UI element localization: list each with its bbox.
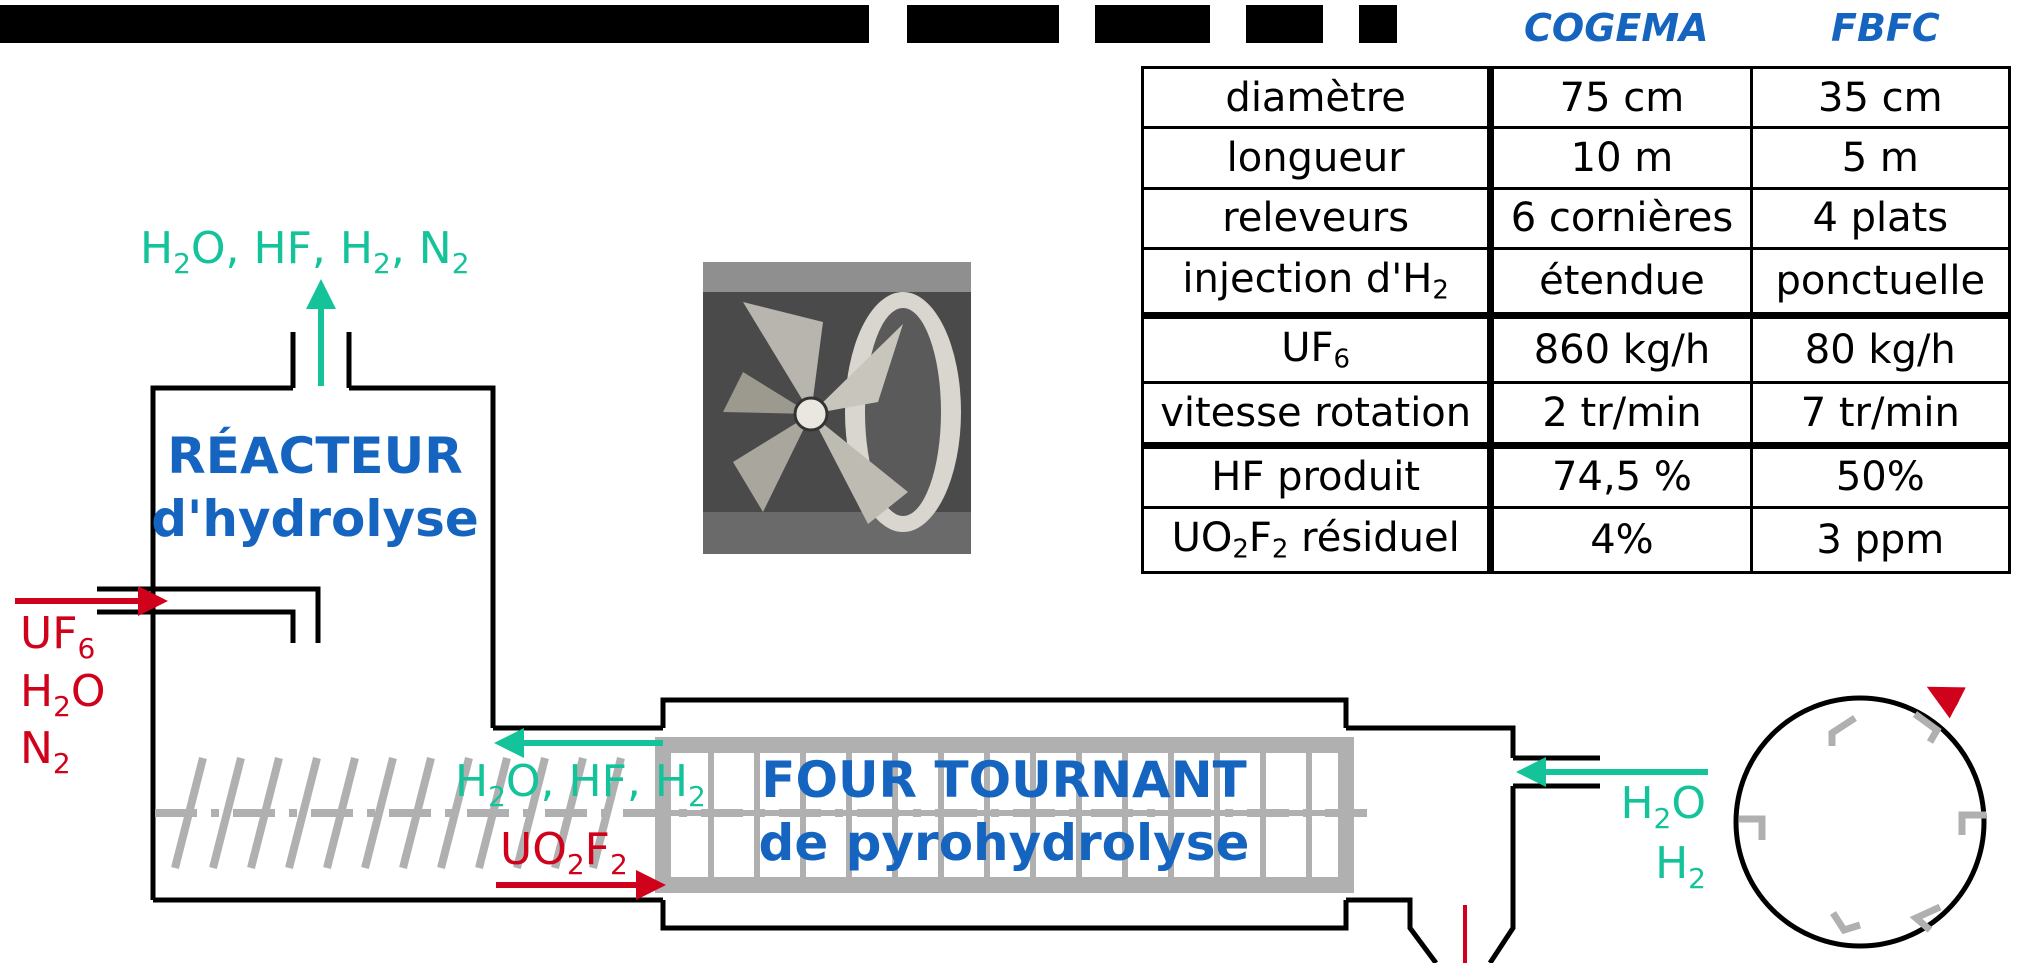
kiln-gas-label: H2O, HF, H2: [455, 756, 706, 813]
lifter-bracket: [1739, 815, 1766, 840]
row-label: injection d'H2: [1140, 246, 1493, 317]
lifter-bracket: [1830, 911, 1862, 935]
cell-cogema: 10 m: [1487, 126, 1753, 190]
table-row: UO2F2 résiduel 4% 3 ppm: [1140, 506, 2012, 574]
sub-a: 2: [1232, 534, 1249, 565]
flow-arrows: [15, 279, 1708, 900]
label-sub: 2: [1432, 275, 1449, 306]
rotation-arrow: [1926, 686, 1966, 719]
cell-cogema: 75 cm: [1487, 65, 1753, 130]
cell-cogema: 4%: [1487, 506, 1753, 574]
cross-section-circle: [1733, 695, 1987, 949]
lifter-bracket: [1912, 711, 1942, 744]
redaction-bar: [1359, 5, 1397, 43]
table-row: diamètre 75 cm 35 cm: [1140, 65, 2012, 130]
table-row: vitesse rotation 2 tr/min 7 tr/min: [1140, 380, 2012, 447]
table-row: UF6 860 kg/h 80 kg/h: [1140, 311, 2012, 384]
row-label: vitesse rotation: [1140, 380, 1493, 447]
kiln-title: FOUR TOURNANT: [761, 751, 1246, 809]
cell-cogema: 2 tr/min: [1487, 380, 1753, 447]
label-main: injection d'H: [1182, 256, 1433, 303]
row-label: UF6: [1140, 311, 1493, 384]
table-row: HF produit 74,5 % 50%: [1140, 441, 2012, 510]
cell-cogema: 860 kg/h: [1487, 311, 1753, 384]
cell-cogema: 74,5 %: [1487, 441, 1753, 510]
redaction-bar: [1095, 5, 1210, 43]
kiln-subtitle: de pyrohydrolyse: [759, 814, 1250, 872]
kiln-cross-section: [1733, 686, 1987, 949]
cell-cogema: 6 cornières: [1487, 186, 1753, 250]
redaction-bar: [0, 5, 869, 43]
table-row: injection d'H2 étendue ponctuelle: [1140, 246, 2012, 317]
comparison-table: diamètre 75 cm 35 cm longueur 10 m 5 m r…: [1140, 65, 2012, 574]
redaction-bar: [1246, 5, 1323, 43]
cell-fbfc: ponctuelle: [1749, 246, 2012, 317]
label-b: F: [1248, 515, 1272, 562]
reactor-title: RÉACTEUR: [167, 426, 462, 485]
right-inlet-h2o-label: H2O: [1620, 778, 1706, 835]
inlet-uf6-label: UF6: [20, 608, 95, 665]
reactor-outlet-label: H2O, HF, H2, N2: [140, 223, 470, 280]
reactor-subtitle: d'hydrolyse: [151, 490, 479, 548]
cell-fbfc: 80 kg/h: [1749, 311, 2012, 384]
kiln-lifter-photo: [703, 262, 971, 554]
row-label: UO2F2 résiduel: [1140, 506, 1493, 574]
header-cogema: COGEMA: [1524, 6, 1709, 50]
row-label: HF produit: [1140, 441, 1493, 510]
cell-fbfc: 7 tr/min: [1749, 380, 2012, 447]
cell-fbfc: 50%: [1749, 441, 2012, 510]
table-row: longueur 10 m 5 m: [1140, 126, 2012, 190]
table-row: releveurs 6 cornières 4 plats: [1140, 186, 2012, 250]
right-inlet-h2-label: H2: [1655, 838, 1706, 895]
row-label: longueur: [1140, 126, 1493, 190]
cell-cogema: étendue: [1487, 246, 1753, 317]
label-sub: 6: [1333, 344, 1351, 375]
rotary-kiln: [655, 697, 1600, 963]
row-label: releveurs: [1140, 186, 1493, 250]
cell-fbfc: 4 plats: [1749, 186, 2012, 250]
inlet-n2-label: N2: [20, 723, 71, 780]
lifter-bracket: [1958, 811, 1986, 835]
lifter-bracket: [1828, 715, 1857, 746]
cell-fbfc: 35 cm: [1749, 65, 2012, 130]
row-label: diamètre: [1140, 65, 1493, 130]
label-c: résiduel: [1288, 515, 1460, 562]
sub-b: 2: [1271, 534, 1289, 565]
top-redaction-bars: [0, 5, 1397, 43]
redaction-bar: [907, 5, 1059, 43]
comparison-table-wrap: diamètre 75 cm 35 cm longueur 10 m 5 m r…: [1140, 65, 2012, 574]
cell-fbfc: 3 ppm: [1749, 506, 2012, 574]
label-main: UF: [1281, 325, 1334, 372]
label-a: UO: [1171, 515, 1233, 562]
header-fbfc: FBFC: [1831, 6, 1940, 50]
lifter-bracket: [1909, 903, 1942, 933]
cell-fbfc: 5 m: [1749, 126, 2012, 190]
kiln-solid-label: UO2F2: [500, 824, 628, 881]
inlet-h2o-label: H2O: [20, 666, 106, 723]
